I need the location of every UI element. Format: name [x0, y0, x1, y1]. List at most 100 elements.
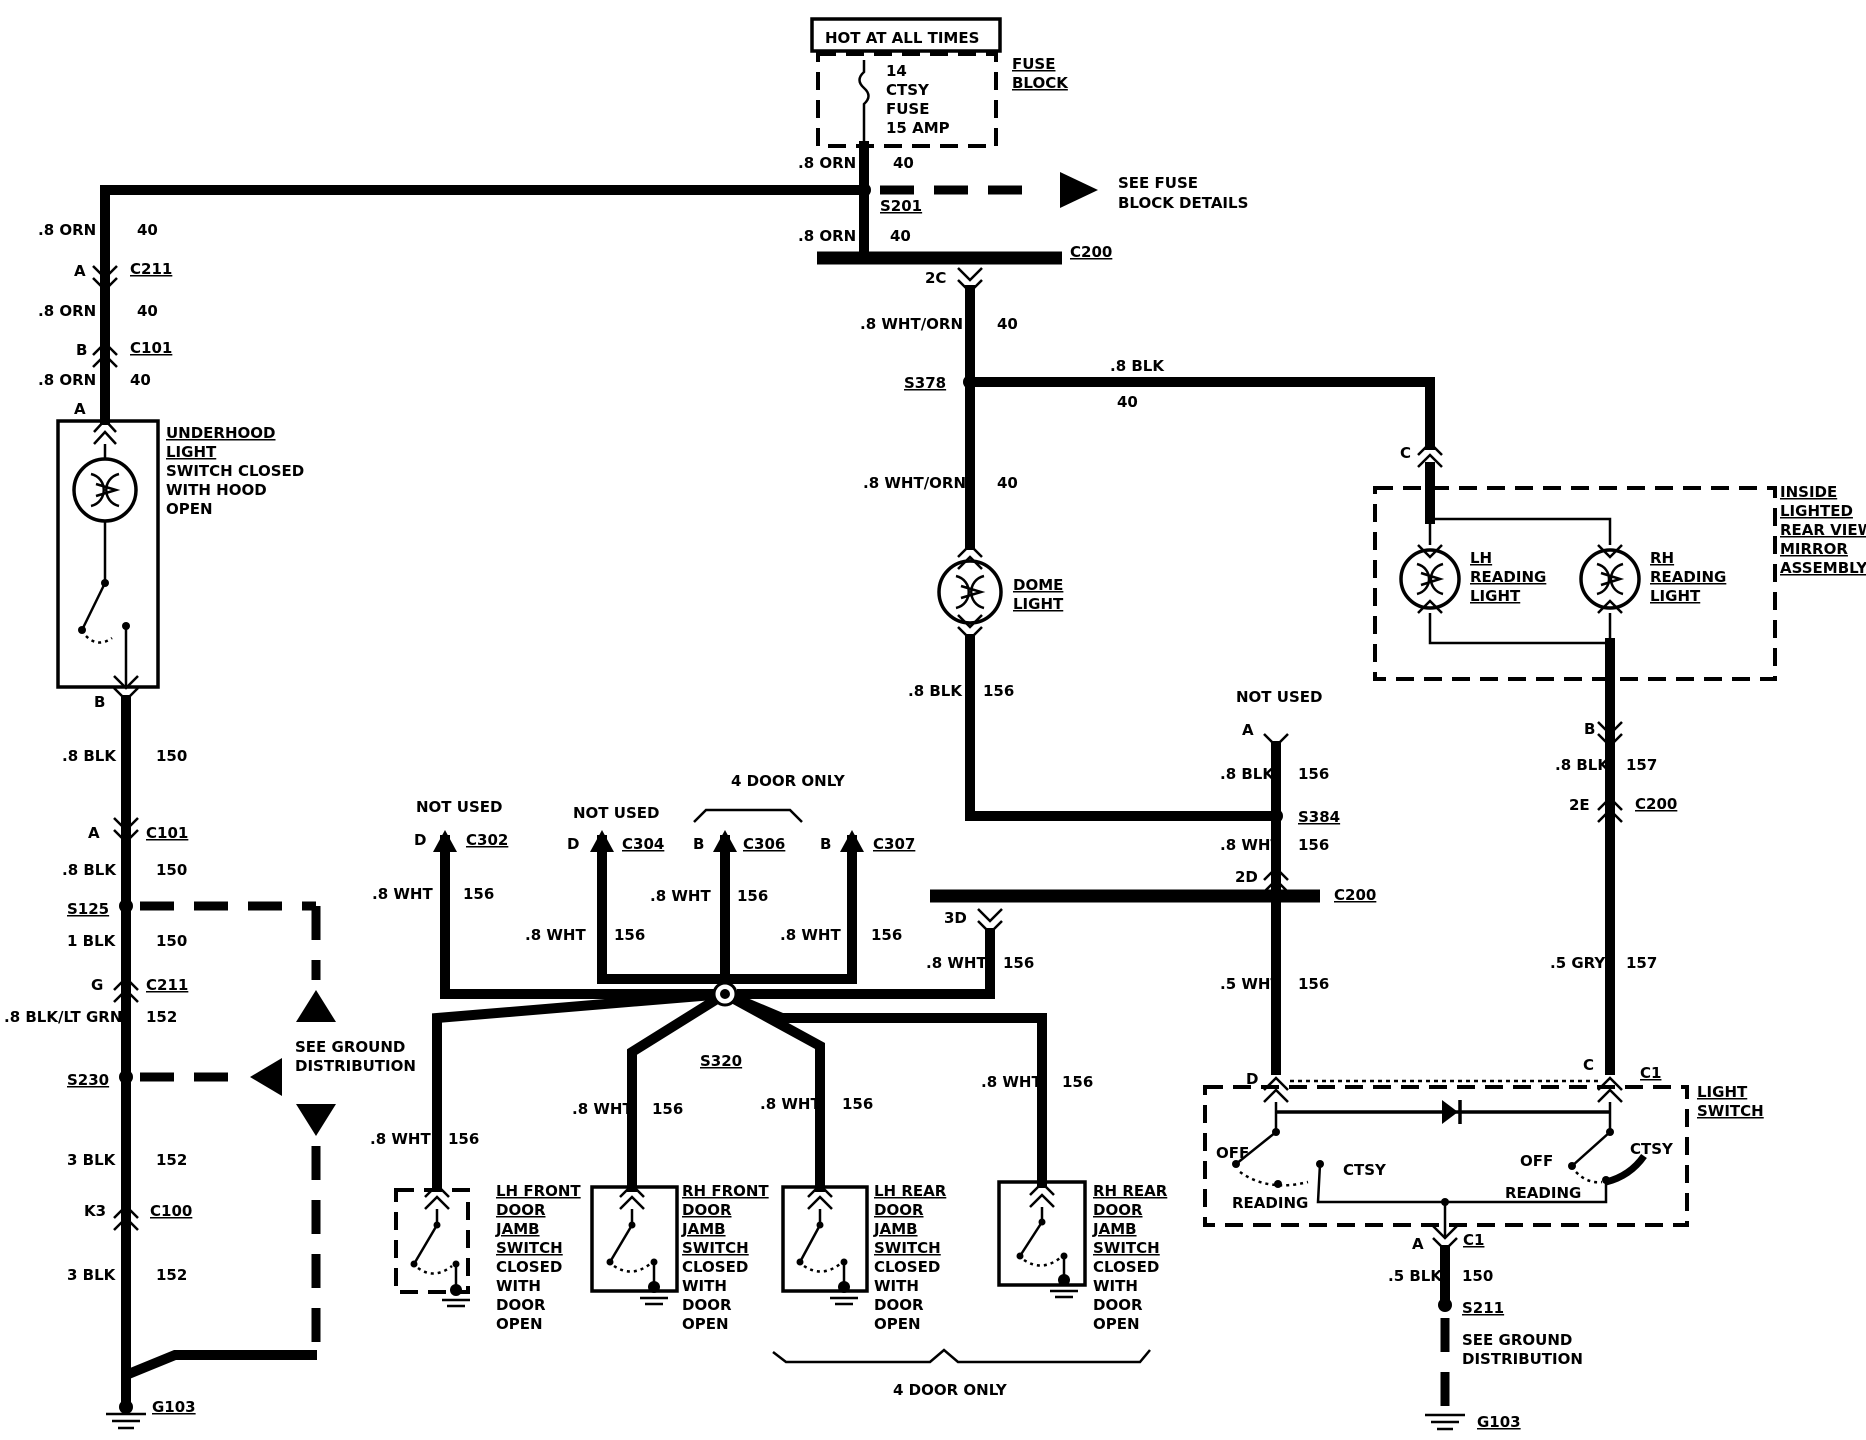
svg-text:157: 157 — [1626, 756, 1657, 774]
svg-text:S384: S384 — [1298, 808, 1340, 826]
svg-text:.8 WHT: .8 WHT — [780, 926, 841, 944]
svg-text:B: B — [820, 835, 831, 853]
underhood-light-box — [56, 419, 160, 689]
svg-text:40: 40 — [137, 221, 158, 239]
svg-text:.8 WHT: .8 WHT — [1220, 836, 1281, 854]
svg-text:C1: C1 — [1640, 1064, 1661, 1082]
svg-text:C: C — [1583, 1056, 1594, 1074]
svg-text:SEE GROUND: SEE GROUND — [1462, 1331, 1572, 1349]
lh-reading-bulb-icon — [1399, 548, 1461, 610]
ground-distribution-loop: SEE GROUND DISTRIBUTION — [140, 901, 416, 1360]
svg-text:C: C — [1400, 444, 1411, 462]
svg-text:A: A — [74, 262, 86, 280]
svg-text:.5 GRY: .5 GRY — [1550, 954, 1606, 972]
svg-text:.5 BLK: .5 BLK — [1388, 1267, 1443, 1285]
svg-text:LIGHT: LIGHT — [1470, 587, 1521, 605]
svg-text:CTSY: CTSY — [1343, 1161, 1387, 1179]
svg-text:.8 WHT: .8 WHT — [572, 1100, 633, 1118]
svg-text:DOOR: DOOR — [1093, 1201, 1143, 1219]
svg-text:40: 40 — [997, 315, 1018, 333]
arrow-up — [296, 990, 336, 1022]
svg-text:C307: C307 — [873, 835, 915, 853]
svg-text:READING: READING — [1470, 568, 1546, 586]
svg-text:JAMB: JAMB — [873, 1220, 918, 1238]
svg-text:.8 BLK: .8 BLK — [62, 747, 117, 765]
svg-text:RH FRONT: RH FRONT — [682, 1182, 769, 1200]
svg-text:LIGHT: LIGHT — [1650, 587, 1701, 605]
svg-text:CLOSED: CLOSED — [682, 1258, 748, 1276]
svg-text:BLOCK DETAILS: BLOCK DETAILS — [1118, 194, 1248, 212]
svg-text:JAMB: JAMB — [495, 1220, 540, 1238]
svg-text:.8 WHT: .8 WHT — [372, 885, 433, 903]
svg-text:DOOR: DOOR — [1093, 1296, 1143, 1314]
svg-text:CTSY: CTSY — [1630, 1140, 1674, 1158]
light-switch: D C C1 LIGHT SWITCH OFF CTSY READING OFF… — [1203, 1056, 1764, 1431]
svg-text:CTSY: CTSY — [886, 81, 930, 99]
svg-text:150: 150 — [1462, 1267, 1493, 1285]
svg-text:D: D — [414, 831, 426, 849]
svg-text:G103: G103 — [152, 1398, 196, 1416]
svg-text:.8 WHT: .8 WHT — [981, 1073, 1042, 1091]
svg-text:S125: S125 — [67, 900, 109, 918]
svg-text:SEE FUSE: SEE FUSE — [1118, 174, 1198, 192]
rh-front-door-switch: RH FRONT DOOR JAMB SWITCH CLOSED WITH DO… — [590, 1182, 769, 1333]
svg-text:.8 WHT/ORN: .8 WHT/ORN — [863, 474, 966, 492]
svg-text:CLOSED: CLOSED — [496, 1258, 562, 1276]
circuit-156-3d: 3D .8 WHT 156 — [737, 908, 1034, 999]
svg-text:SWITCH: SWITCH — [874, 1239, 941, 1257]
svg-text:DOOR: DOOR — [496, 1296, 546, 1314]
svg-text:3D: 3D — [944, 909, 967, 927]
svg-text:READING: READING — [1232, 1194, 1308, 1212]
svg-text:C101: C101 — [130, 339, 172, 357]
svg-text:B: B — [76, 341, 87, 359]
svg-text:2E: 2E — [1569, 796, 1590, 814]
svg-text:157: 157 — [1626, 954, 1657, 972]
svg-text:WITH: WITH — [496, 1277, 541, 1295]
svg-text:DOOR: DOOR — [874, 1296, 924, 1314]
svg-text:CLOSED: CLOSED — [874, 1258, 940, 1276]
svg-text:1 BLK: 1 BLK — [67, 932, 117, 950]
svg-text:OFF: OFF — [1216, 1144, 1249, 1162]
lh-front-door-switch: LH FRONT DOOR JAMB SWITCH CLOSED WITH DO… — [394, 1182, 581, 1333]
svg-text:156: 156 — [983, 682, 1014, 700]
svg-text:BLOCK: BLOCK — [1012, 74, 1069, 92]
svg-text:D: D — [567, 835, 579, 853]
svg-text:156: 156 — [1298, 975, 1329, 993]
svg-text:OPEN: OPEN — [1093, 1315, 1140, 1333]
dome-branch: 2C .8 WHT/ORN 40 S378 .8 WHT/ORN 40 DOME… — [860, 267, 1281, 821]
svg-text:REAR VIEW: REAR VIEW — [1780, 521, 1866, 539]
svg-text:15 AMP: 15 AMP — [886, 119, 950, 137]
rh-rear-door-switch: RH REAR DOOR JAMB SWITCH CLOSED WITH DOO… — [997, 1180, 1168, 1333]
svg-text:DISTRIBUTION: DISTRIBUTION — [1462, 1350, 1583, 1368]
svg-text:C1: C1 — [1463, 1231, 1484, 1249]
svg-text:.8 WHT: .8 WHT — [650, 887, 711, 905]
circuit-157: B .8 BLK 157 2E C200 .5 GRY 157 — [1550, 638, 1677, 1075]
svg-text:K3: K3 — [84, 1202, 106, 1220]
svg-text:JAMB: JAMB — [681, 1220, 726, 1238]
svg-text:SWITCH: SWITCH — [1697, 1102, 1764, 1120]
svg-text:NOT USED: NOT USED — [573, 804, 659, 822]
svg-text:OPEN: OPEN — [496, 1315, 543, 1333]
svg-text:C211: C211 — [130, 260, 172, 278]
svg-text:156: 156 — [614, 926, 645, 944]
svg-text:READING: READING — [1505, 1184, 1581, 1202]
svg-text:S230: S230 — [67, 1071, 109, 1089]
svg-text:DOOR: DOOR — [682, 1296, 732, 1314]
svg-text:40: 40 — [893, 154, 914, 172]
svg-text:.8 WHT/ORN: .8 WHT/ORN — [860, 315, 963, 333]
svg-text:156: 156 — [871, 926, 902, 944]
svg-text:UNDERHOOD: UNDERHOOD — [166, 424, 276, 442]
svg-text:LIGHTED: LIGHTED — [1780, 502, 1853, 520]
svg-text:2D: 2D — [1235, 868, 1258, 886]
svg-text:SWITCH: SWITCH — [1093, 1239, 1160, 1257]
svg-text:.8 BLK: .8 BLK — [1110, 357, 1165, 375]
svg-text:C200: C200 — [1334, 886, 1376, 904]
svg-text:NOT USED: NOT USED — [416, 798, 502, 816]
svg-text:156: 156 — [652, 1100, 683, 1118]
svg-text:ASSEMBLY: ASSEMBLY — [1780, 559, 1866, 577]
svg-text:152: 152 — [146, 1008, 177, 1026]
arrow-see-fuse-block — [1060, 172, 1098, 208]
svg-text:LIGHT: LIGHT — [1697, 1083, 1748, 1101]
inside-mirror-assembly: LH READING LIGHT RH READING LIGHT INSIDE… — [1373, 483, 1866, 681]
svg-text:DOME: DOME — [1013, 576, 1063, 594]
